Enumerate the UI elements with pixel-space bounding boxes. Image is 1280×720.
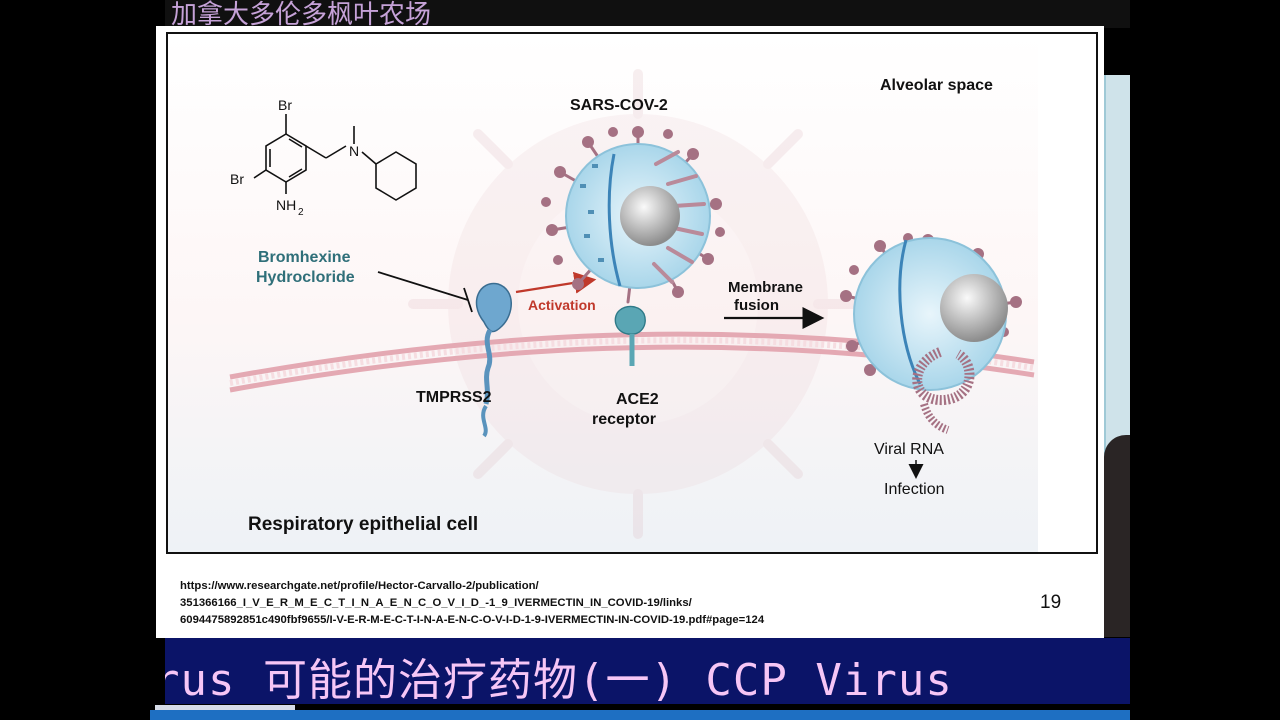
activation-label: Activation (528, 297, 596, 313)
bottom-bar-highlight (155, 705, 295, 710)
bottom-bar (150, 710, 1130, 720)
slide: Br Br NH 2 N Bromhexine Hydrocloride (156, 26, 1104, 638)
ace2-label-line1: ACE2 (616, 391, 659, 408)
top-banner-text: 加拿大多伦多枫叶农场 (171, 0, 432, 28)
virus-label: SARS-COV-2 (570, 97, 668, 114)
atom-nh-subscript: 2 (298, 207, 304, 218)
inhibition-line (377, 271, 473, 313)
atom-br-top: Br (278, 97, 292, 113)
membrane-fusion-line2: fusion (734, 297, 779, 314)
structure-atom-labels: Br Br NH 2 N (230, 97, 359, 218)
source-citation: https://www.researchgate.net/profile/Hec… (180, 578, 1000, 629)
citation-line-2: 351366166_I_V_E_R_M_E_C_T_I_N_A_E_N_C_O_… (180, 597, 692, 609)
alveolar-label: Alveolar space (880, 77, 993, 94)
top-banner: 加拿大多伦多枫叶农场 (165, 0, 1130, 28)
drug-label-line2: Hydrocloride (256, 269, 355, 286)
bromhexine-structure (253, 114, 417, 201)
ace2-receptor (614, 305, 646, 366)
tmprss2-label: TMPRSS2 (416, 389, 492, 406)
atom-n: N (349, 143, 359, 159)
fusing-virion (840, 233, 1022, 434)
presenter-video-panel (1100, 75, 1130, 637)
sars-cov-2-virion (541, 126, 725, 304)
tmprss2-protein (475, 282, 512, 438)
bottom-subtitle-ribbon: rus 可能的治疗药物(一) CCP Virus (165, 638, 1130, 704)
cell-label: Respiratory epithelial cell (248, 514, 478, 535)
viral-rna-label: Viral RNA (874, 441, 944, 458)
presenter-silhouette (1104, 435, 1130, 637)
membrane-fusion-line1: Membrane (728, 279, 803, 296)
citation-line-1: https://www.researchgate.net/profile/Hec… (180, 580, 539, 592)
drug-label: Bromhexine Hydrocloride (256, 249, 355, 286)
figure-frame: Br Br NH 2 N Bromhexine Hydrocloride (166, 32, 1098, 554)
infection-label: Infection (884, 481, 944, 498)
slide-page-number: 19 (1040, 592, 1062, 613)
bottom-ribbon-text: rus 可能的治疗药物(一) CCP Virus (165, 655, 953, 704)
mechanism-diagram: Br Br NH 2 N Bromhexine Hydrocloride (168, 34, 1038, 552)
drug-label-line1: Bromhexine (258, 249, 351, 266)
ace2-label-line2: receptor (592, 411, 656, 428)
citation-line-3: 6094475892851c490fbf9655/I-V-E-R-M-E-C-T… (180, 614, 765, 626)
atom-br-left: Br (230, 171, 244, 187)
atom-nh: NH (276, 197, 296, 213)
